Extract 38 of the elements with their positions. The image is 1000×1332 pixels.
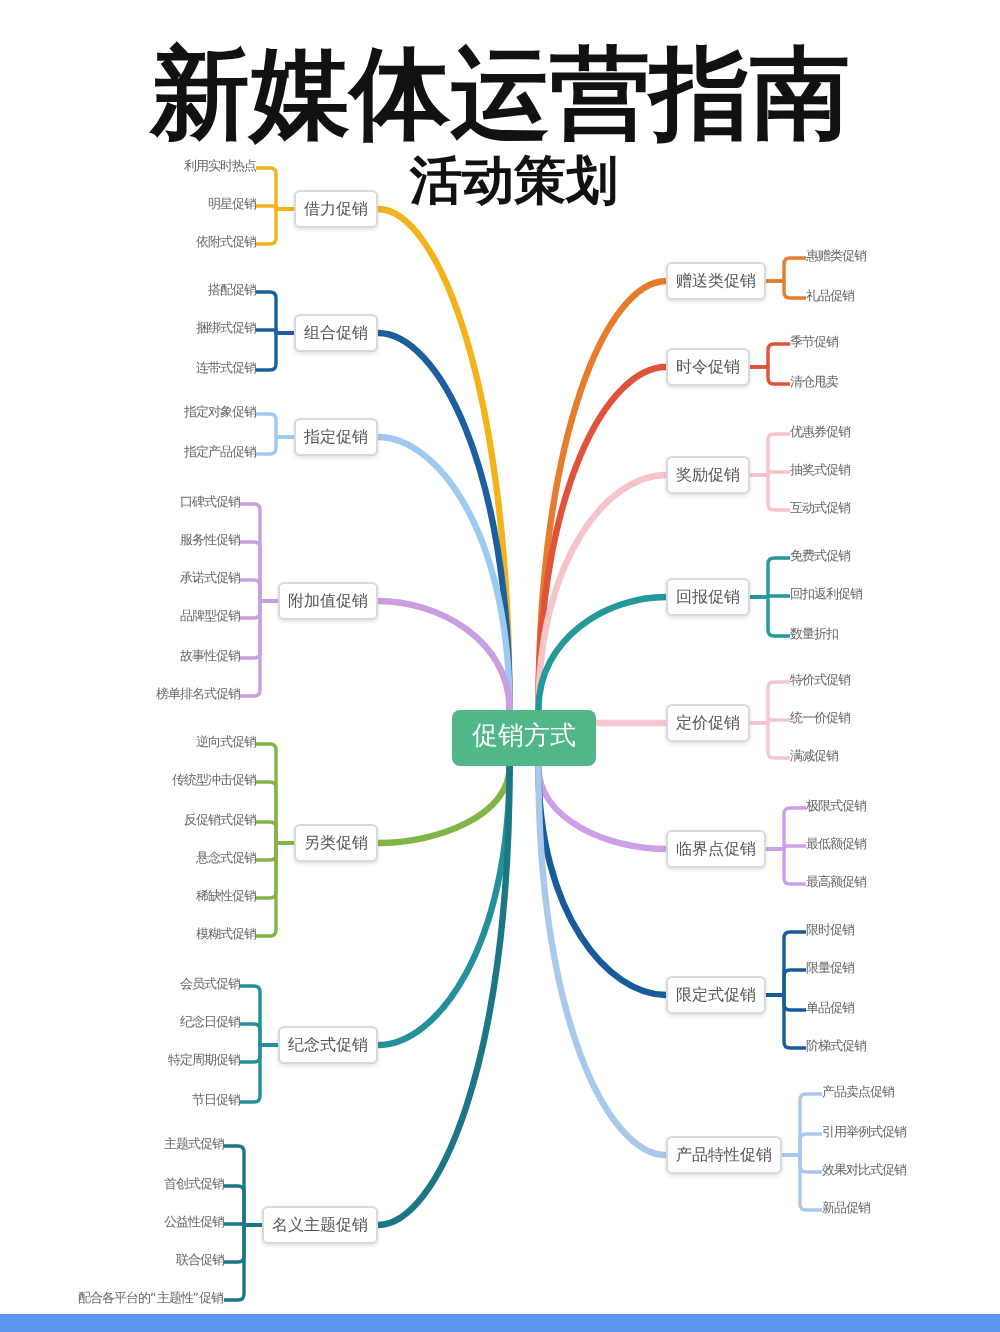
branch-curve [535, 593, 667, 711]
central-topic-box: 促销方式 [452, 710, 596, 766]
bracket-line [766, 847, 806, 886]
branch-curve [535, 765, 667, 1159]
bracket-line [256, 331, 294, 372]
branch-curve [596, 719, 666, 727]
bracket-line [750, 365, 790, 386]
bracket-line [750, 721, 790, 760]
topic-box: 定价促销 [666, 703, 750, 741]
bracket-line [750, 473, 790, 512]
bracket-line [240, 599, 278, 698]
topic-box: 名义主题促销 [262, 1205, 378, 1243]
topic-box: 产品特性促销 [666, 1135, 782, 1173]
bracket-line [750, 595, 790, 638]
topic-box: 另类促销 [294, 823, 378, 861]
topic-box: 回报促销 [666, 577, 750, 615]
bracket-line [256, 435, 294, 456]
topic-box: 时令促销 [666, 347, 750, 385]
branch-curve [377, 765, 513, 1229]
topic-box: 借力促销 [294, 189, 378, 227]
topic-box: 纪念式促销 [278, 1025, 378, 1063]
topic-box: 指定促销 [294, 417, 378, 455]
bracket-line [782, 1153, 822, 1212]
bracket-line [240, 1043, 278, 1104]
bracket-line [766, 279, 806, 300]
bracket-line [766, 993, 806, 1050]
topic-box: 附加值促销 [278, 581, 378, 619]
subtitle: 活动策划 [410, 152, 618, 212]
topic-box: 临界点促销 [666, 829, 766, 867]
topic-box: 奖励促销 [666, 455, 750, 493]
bracket-line [224, 1223, 262, 1302]
topic-box: 限定式促销 [666, 975, 766, 1013]
title: 新媒体运营指南 [147, 36, 852, 152]
topic-box: 组合促销 [294, 313, 378, 351]
bracket-line [256, 207, 294, 246]
bracket-line [256, 841, 294, 938]
branch-curve [377, 597, 513, 711]
topic-box: 赠送类促销 [666, 261, 766, 299]
